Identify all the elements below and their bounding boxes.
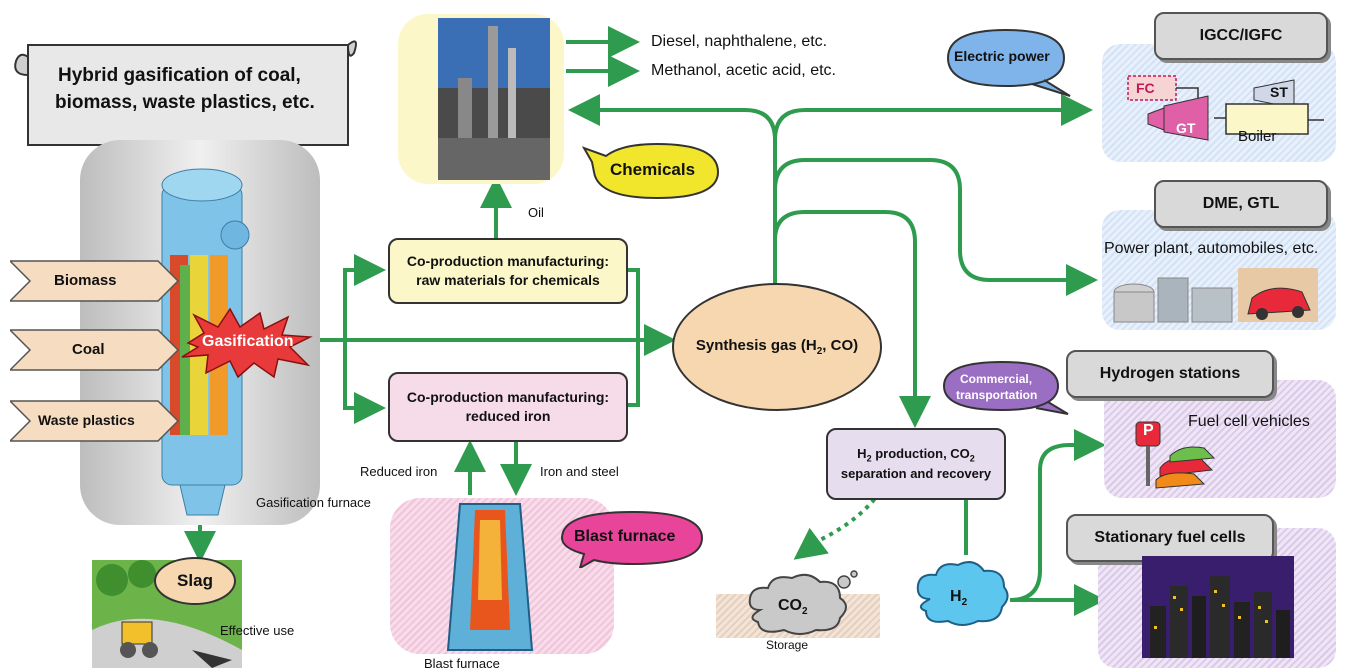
storage-label: Storage [766, 638, 809, 652]
blast-furnace-bubble [560, 510, 704, 568]
arrow-to-igcc [773, 94, 1093, 141]
coproduction-iron-box: Co-production manufacturing: reduced iro… [388, 372, 628, 442]
dme-caption: Power plant, automobiles, etc. [1104, 240, 1319, 257]
banner-scroll: Hybrid gasification of coal, biomass, wa… [10, 35, 362, 155]
synthesis-gas-label: Synthesis gas (H2, CO) [695, 337, 859, 357]
stationary-title: Stationary fuel cells [1066, 514, 1274, 562]
banner-line-2: biomass, waste plastics, etc. [55, 92, 315, 113]
igcc-schematic [1127, 75, 1324, 141]
h2-production-line-2: separation and recovery [840, 466, 992, 482]
gasification-furnace-label: Gasification furnace [256, 495, 371, 510]
co2-label: CO2 [778, 597, 808, 618]
arrow-co2-storage [793, 490, 882, 560]
fuel-cell-vehicles-image [1135, 421, 1216, 489]
coproduction-chemicals-line-1: Co-production manufacturing: [406, 253, 610, 270]
arrow-to-dme [773, 158, 1098, 296]
feed-label-waste-plastics: Waste plastics [38, 412, 135, 428]
h2-production-box: H2 production, CO2 separation and recove… [826, 428, 1006, 500]
feed-arrow-coal: Coal [10, 328, 180, 372]
banner-line-1: Hybrid gasification of coal, [58, 65, 301, 86]
chemical-output-1: Diesel, naphthalene, etc. [651, 33, 828, 50]
slag-label: Slag [177, 571, 213, 590]
coproduction-iron-line-2: reduced iron [465, 408, 551, 424]
synthesis-gas-ellipse: Synthesis gas (H2, CO) [672, 283, 882, 411]
gt-label: GT [1176, 120, 1196, 136]
igcc-title: IGCC/IGFC [1154, 12, 1328, 60]
power-plant-automobiles-image [1113, 268, 1318, 323]
oil-label: Oil [528, 205, 544, 220]
chemicals-bubble-label: Chemicals [610, 160, 696, 179]
feed-arrow-biomass: Biomass [10, 259, 180, 303]
fuel-cell-vehicles-caption: Fuel cell vehicles [1188, 413, 1310, 430]
hydrogen-stations-title: Hydrogen stations [1066, 350, 1274, 398]
commercial-label: Commercial, [960, 372, 1033, 386]
gasification-burst [181, 307, 313, 379]
coproduction-chemicals-box: Co-production manufacturing: raw materia… [388, 238, 628, 304]
arrow-to-chem-coproduction [343, 254, 386, 340]
city-skyline-image [1142, 556, 1294, 658]
commercial-transportation-bubble [942, 360, 1069, 415]
slag-use-label: Effective use [220, 623, 295, 638]
arrow-to-iron-coproduction [343, 340, 386, 424]
parking-sign-label: P [1143, 422, 1154, 439]
st-label: ST [1270, 84, 1288, 100]
feed-arrow-waste-plastics: Waste plastics [10, 399, 180, 443]
chemical-plant-photo [438, 18, 550, 180]
h2-cloud-label: H2 [950, 588, 968, 609]
chemical-output-2: Methanol, acetic acid, etc. [651, 62, 836, 79]
co2-cloud [748, 570, 858, 635]
reduced-iron-label: Reduced iron [360, 464, 438, 479]
boiler-label: Boiler [1238, 128, 1277, 145]
h2-production-line-1: H2 production, CO2 [857, 446, 975, 464]
feed-label-biomass: Biomass [54, 272, 117, 289]
transportation-label: transportation [956, 388, 1038, 402]
iron-and-steel-label: Iron and steel [540, 464, 619, 479]
arrow-to-h2-production [773, 210, 931, 428]
blast-furnace-bubble-label: Blast furnace [574, 528, 676, 545]
gasification-label: Gasification [202, 333, 294, 350]
h2-cloud [916, 561, 1009, 626]
coproduction-iron-line-1: Co-production manufacturing: [406, 389, 610, 406]
blast-furnace-image [446, 503, 534, 651]
chemicals-bubble [582, 142, 720, 200]
electric-power-bubble [946, 28, 1071, 97]
igcc-panel [1102, 44, 1336, 162]
coproduction-chemicals-line-2: raw materials for chemicals [416, 272, 600, 288]
slag-bubble: Slag [154, 557, 236, 605]
electric-power-label: Electric power [954, 48, 1050, 64]
scroll-shape [14, 40, 357, 146]
arrow-to-hydrogen-stations [1009, 429, 1106, 602]
link-iron-to-syngas [626, 340, 640, 407]
blast-furnace-caption: Blast furnace [424, 656, 500, 671]
fc-label: FC [1136, 80, 1155, 96]
dme-title: DME, GTL [1154, 180, 1328, 228]
feed-label-coal: Coal [72, 341, 105, 358]
link-chem-to-syngas [626, 268, 640, 340]
